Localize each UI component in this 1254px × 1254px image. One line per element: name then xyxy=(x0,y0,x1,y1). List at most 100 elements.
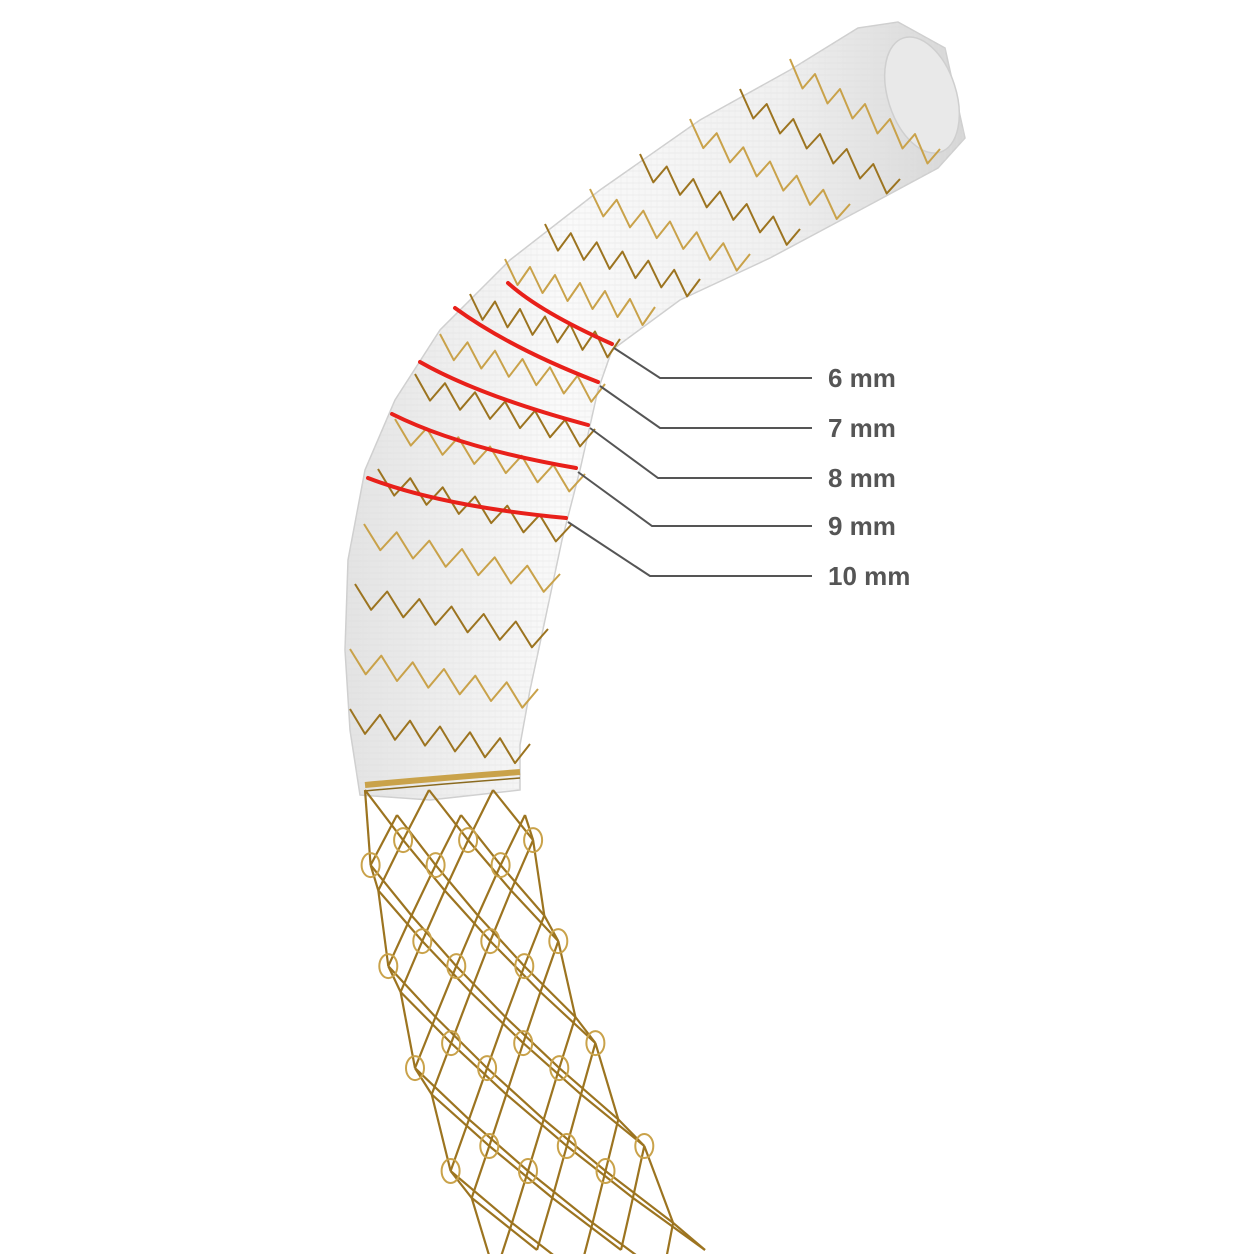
wire-ring xyxy=(349,708,531,765)
wire-ring xyxy=(349,648,539,709)
wire-ring xyxy=(469,293,621,359)
mesh-strut xyxy=(580,1093,645,1147)
mesh-strut xyxy=(449,1119,471,1172)
mesh-strut xyxy=(402,789,430,841)
mesh-strut xyxy=(470,1197,490,1254)
mesh-strut xyxy=(543,914,560,942)
mesh-strut xyxy=(369,864,380,891)
callout-line-6mm xyxy=(613,347,812,379)
mesh-loop xyxy=(446,953,467,980)
mesh-loop xyxy=(405,1055,425,1082)
mesh-strut xyxy=(510,889,560,942)
mesh-strut xyxy=(430,1094,452,1172)
mesh-strut xyxy=(488,1145,553,1199)
mesh-strut xyxy=(505,1042,525,1095)
mesh-strut xyxy=(387,965,402,993)
mesh-strut xyxy=(434,965,458,1018)
mesh-strut xyxy=(604,1170,674,1224)
mesh-strut xyxy=(539,991,597,1044)
mesh-loop xyxy=(477,1055,498,1082)
wire-ring xyxy=(544,223,701,298)
mesh-loop xyxy=(556,1133,577,1159)
mesh-loop xyxy=(479,1133,500,1159)
mesh-strut xyxy=(523,915,546,967)
callout-line-10mm xyxy=(567,521,812,577)
mesh-strut xyxy=(414,1067,470,1121)
callout-line-9mm xyxy=(577,471,812,527)
mesh-strut xyxy=(449,1170,513,1224)
mesh-strut xyxy=(526,1119,545,1172)
mesh-strut xyxy=(619,1197,634,1251)
mesh-strut xyxy=(557,940,577,1018)
mesh-strut xyxy=(399,940,424,993)
mesh-strut xyxy=(510,1170,530,1224)
mesh-strut xyxy=(527,1170,594,1224)
mesh-loop xyxy=(480,928,501,955)
mesh-strut xyxy=(443,839,470,891)
mesh-strut xyxy=(504,965,526,1018)
mesh-strut xyxy=(449,1170,473,1199)
mesh-loop xyxy=(412,928,433,955)
mesh-strut xyxy=(450,991,472,1044)
callout-label-6mm: 6 mm xyxy=(828,363,896,393)
mesh-strut xyxy=(499,814,526,866)
mesh-loop xyxy=(425,852,446,879)
mesh-strut xyxy=(631,1145,646,1199)
mesh-loop xyxy=(523,827,544,854)
marker-ring-10mm xyxy=(366,476,568,520)
mesh-strut xyxy=(477,914,526,967)
mesh-loop xyxy=(393,827,414,854)
mesh-loop xyxy=(378,953,399,980)
marker-ring-8mm xyxy=(418,360,590,427)
wire-ring xyxy=(789,58,941,165)
wire-ring xyxy=(739,88,901,195)
mesh-strut xyxy=(591,1222,637,1254)
mesh-strut xyxy=(488,1094,508,1147)
mesh-strut xyxy=(510,839,535,891)
mesh-loop xyxy=(518,1158,538,1184)
mesh-strut xyxy=(421,890,446,942)
callout-label-10mm: 10 mm xyxy=(828,561,910,591)
mesh-strut xyxy=(511,1222,554,1254)
mesh-strut xyxy=(551,1197,622,1251)
mesh-strut xyxy=(604,1119,620,1172)
callout-label-8mm: 8 mm xyxy=(828,463,896,493)
marker-ring-7mm xyxy=(453,306,600,384)
mesh-strut xyxy=(434,814,462,866)
mesh-strut xyxy=(535,1197,554,1251)
mesh-strut xyxy=(583,1222,594,1254)
mesh-strut xyxy=(665,1222,675,1254)
mesh-strut xyxy=(434,1016,488,1069)
mesh-loop xyxy=(440,1158,461,1184)
mesh-strut xyxy=(399,991,452,1044)
mesh-loop xyxy=(634,1133,655,1159)
mesh-strut xyxy=(467,789,494,841)
mesh-strut xyxy=(594,1042,620,1120)
mesh-loop xyxy=(514,953,535,980)
mesh-strut xyxy=(469,991,524,1044)
mesh-strut xyxy=(500,1222,514,1254)
graft-weave-texture xyxy=(345,22,965,800)
callout-lines xyxy=(567,347,812,577)
mesh-loop xyxy=(595,1158,616,1184)
bare-wire-mesh xyxy=(360,789,706,1254)
mesh-strut xyxy=(566,1145,634,1199)
mesh-strut xyxy=(430,1093,491,1147)
mesh-strut xyxy=(579,1042,597,1095)
mesh-strut xyxy=(413,1016,437,1069)
wire-ring xyxy=(639,153,801,246)
marker-ring-9mm xyxy=(390,412,578,470)
marker-rings xyxy=(366,281,614,520)
callout-label-7mm: 7 mm xyxy=(828,413,896,443)
mesh-strut xyxy=(471,1197,538,1251)
mesh-strut xyxy=(672,1222,706,1251)
mesh-strut xyxy=(455,965,507,1018)
mesh-strut xyxy=(486,1016,507,1069)
mesh-strut xyxy=(455,915,479,967)
mesh-strut xyxy=(523,965,577,1018)
mesh-strut xyxy=(542,1118,607,1172)
mesh-strut xyxy=(591,1170,607,1224)
wire-ring xyxy=(504,258,656,326)
mesh-loop xyxy=(548,928,569,955)
mesh-strut xyxy=(539,940,560,993)
